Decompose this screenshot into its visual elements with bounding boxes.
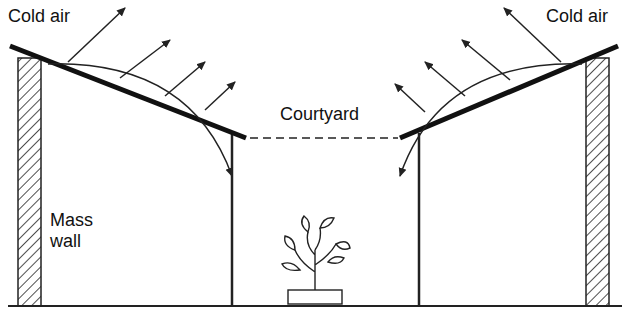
wall-label: Mass wall: [50, 210, 100, 252]
mass-wall: [586, 58, 609, 306]
air-label: Cold air: [8, 6, 70, 27]
mass-wall: [18, 58, 41, 306]
ground-line: [8, 305, 622, 307]
roof: [400, 46, 618, 138]
roof: [10, 46, 246, 138]
air-arrows: [48, 8, 582, 176]
post: [418, 133, 421, 306]
post: [231, 133, 234, 306]
courtyard-label: Courtyard: [280, 104, 359, 125]
courtyard-opening: [250, 137, 398, 139]
air-label: Cold air: [546, 6, 608, 27]
potted-plant: [282, 216, 350, 304]
